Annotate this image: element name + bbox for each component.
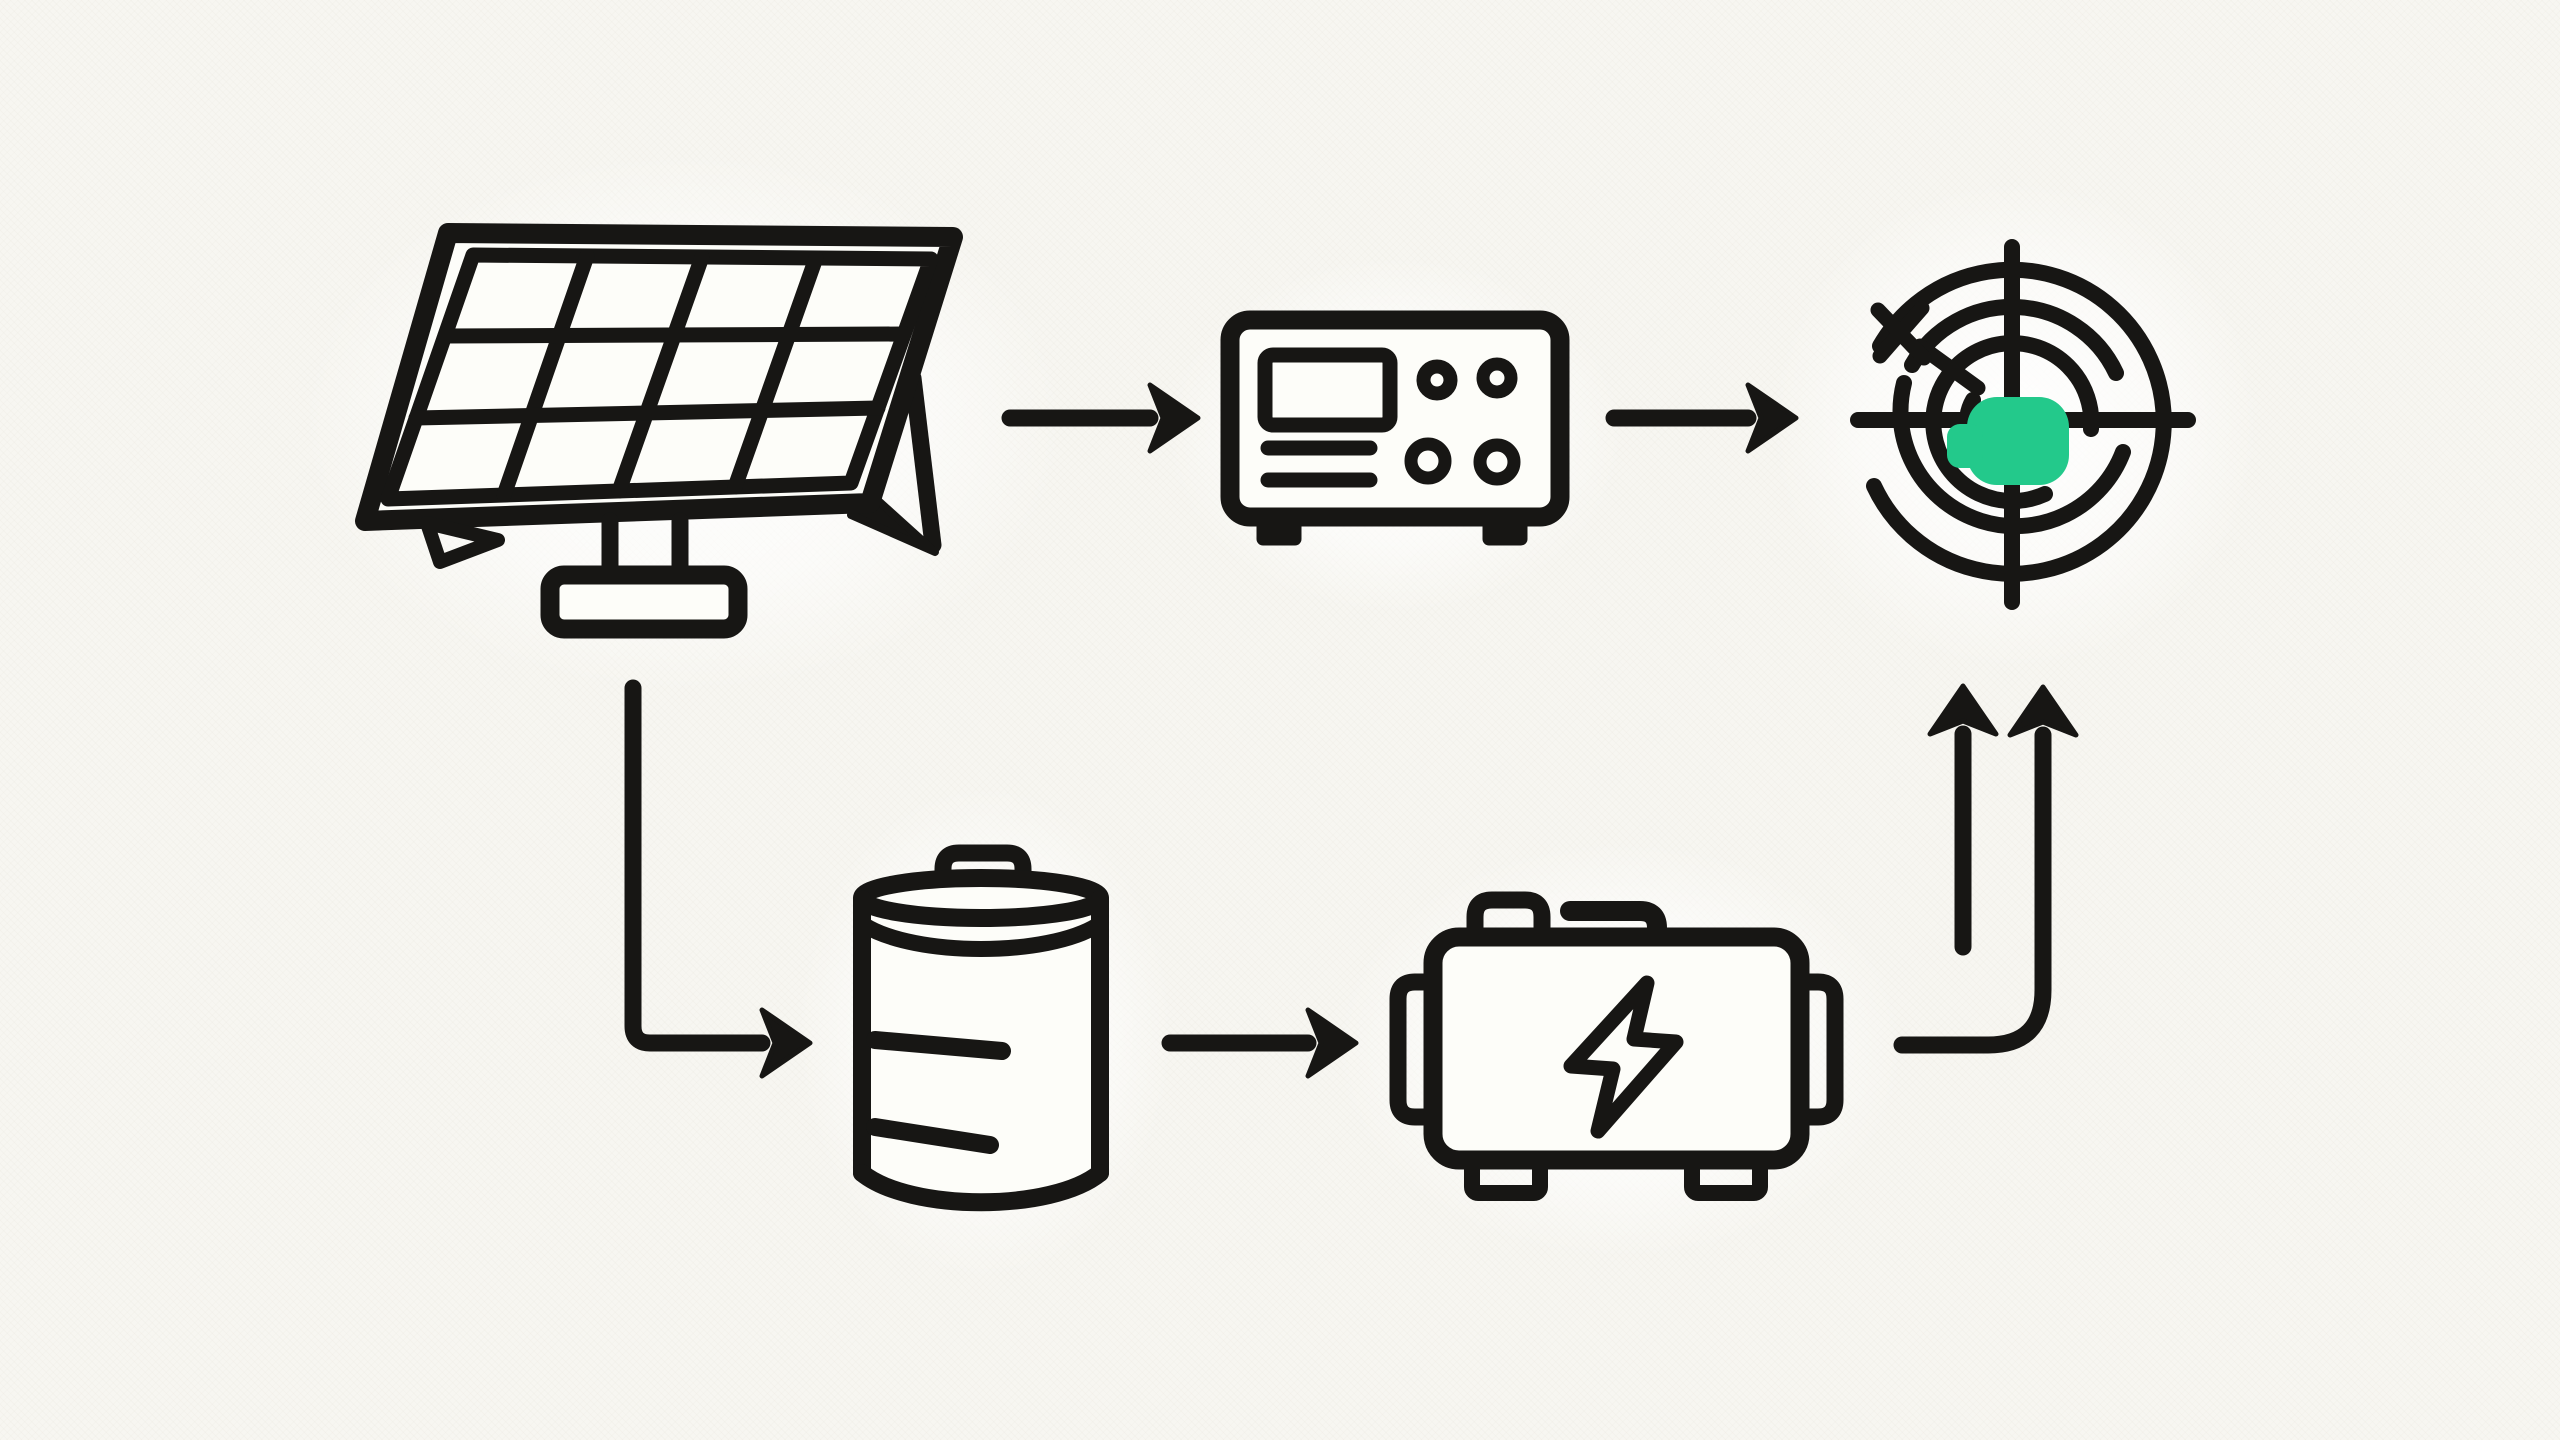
inverter-right-port <box>1791 973 1844 1126</box>
radar-blip <box>1967 397 2069 485</box>
radar-target-icon <box>1850 239 2196 610</box>
arrow-solar-to-battery <box>624 679 813 1079</box>
control-knob <box>1473 438 1521 486</box>
control-unit-node <box>1170 260 1620 610</box>
power-inverter-node <box>1340 845 1900 1255</box>
inverter-left-port <box>1389 973 1442 1126</box>
solar-panel-node <box>308 158 1058 688</box>
battery-node <box>800 790 1170 1275</box>
inverter-lightning-icon <box>1389 891 1844 1201</box>
arrow-inverter-to-radar-straight <box>1927 683 1999 956</box>
arrowhead-right-icon <box>1745 382 1799 454</box>
arrow-solar-to-control <box>1001 382 1201 454</box>
panel-grid-column <box>611 249 710 499</box>
control-unit-icon <box>1220 310 1570 546</box>
battery-level-mark <box>866 1031 1011 1060</box>
panel-grid-row <box>437 326 912 344</box>
radar-ring-2 <box>1892 375 2131 535</box>
arrow-control-to-radar <box>1605 382 1799 454</box>
panel-grid-column <box>727 250 824 495</box>
control-knob <box>1476 357 1518 399</box>
battery-icon <box>853 844 1109 1212</box>
arrowhead-right-icon <box>759 1007 813 1079</box>
battery-level-mark <box>866 1118 999 1154</box>
panel-kickstand-leg <box>904 369 942 554</box>
radar-x-marker <box>1870 300 1932 366</box>
battery-sides <box>853 890 1109 1182</box>
radar-ring-outer <box>1866 261 2172 582</box>
arrowhead-right-icon <box>1305 1007 1359 1079</box>
battery-terminal <box>934 844 1032 906</box>
arrowhead-up-icon <box>2007 684 2079 738</box>
radar-blip-notch <box>1947 424 1983 468</box>
arrow-inverter-to-radar-curved <box>1893 684 2079 1054</box>
lightning-bolt-icon <box>1563 975 1684 1139</box>
panel-front-foot <box>420 516 505 569</box>
solar-panel-icon <box>355 223 963 639</box>
inverter-top-tab <box>1466 891 1551 946</box>
arrow-battery-to-inverter <box>1161 1007 1359 1079</box>
panel-base <box>540 565 748 639</box>
battery-bottom <box>853 1164 1109 1212</box>
inverter-body <box>1423 927 1810 1170</box>
battery-collar-band <box>856 917 1106 957</box>
panel-grid-row <box>408 400 886 426</box>
arrowhead-up-icon <box>1927 683 1999 737</box>
control-unit-screen <box>1257 347 1398 433</box>
battery-body-fill <box>862 878 1100 1203</box>
arrowhead-right-icon <box>1147 382 1201 454</box>
radar-ring-3 <box>1925 335 2100 510</box>
control-knob <box>1404 437 1452 485</box>
radar-display-node <box>1775 185 2255 665</box>
control-knob <box>1416 359 1458 401</box>
panel-grid-column <box>496 248 595 503</box>
radar-sweep-line <box>1912 338 1986 396</box>
